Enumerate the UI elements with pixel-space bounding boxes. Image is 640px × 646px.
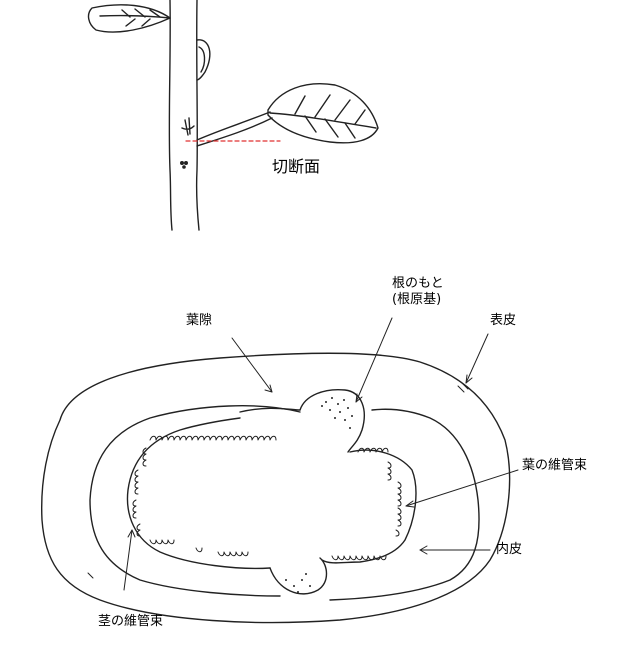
root-origin-line2: (根原基) <box>392 292 444 308</box>
endodermis-outline-right <box>330 409 479 600</box>
leaf-gap-label: 葉隙 <box>186 313 212 329</box>
stem-left-edge <box>169 0 172 230</box>
upper-leaf <box>89 5 170 32</box>
stem-right-edge <box>197 0 199 230</box>
root-origin-label: 根のもと (根原基) <box>392 276 444 308</box>
lower-bump <box>270 558 327 594</box>
epidermis-outline <box>42 353 510 622</box>
epidermis-label: 表皮 <box>490 313 516 329</box>
root-origin-line1: 根のもと <box>392 276 444 292</box>
cut-surface-label: 切断面 <box>272 159 320 175</box>
endodermis-label: 内皮 <box>496 542 522 558</box>
right-leaf <box>197 84 378 146</box>
root-primordium <box>300 390 364 452</box>
primordium-dots <box>285 397 353 593</box>
node-mark <box>182 118 194 135</box>
leader-lines <box>124 318 518 590</box>
stem-vascular-bundle-label: 茎の維管束 <box>98 614 163 630</box>
stem-sketch <box>169 0 210 230</box>
leaf-vascular-bundle-label: 葉の維管束 <box>522 458 587 474</box>
axillary-bud <box>197 40 210 80</box>
vascular-bundle-loops <box>133 436 401 560</box>
